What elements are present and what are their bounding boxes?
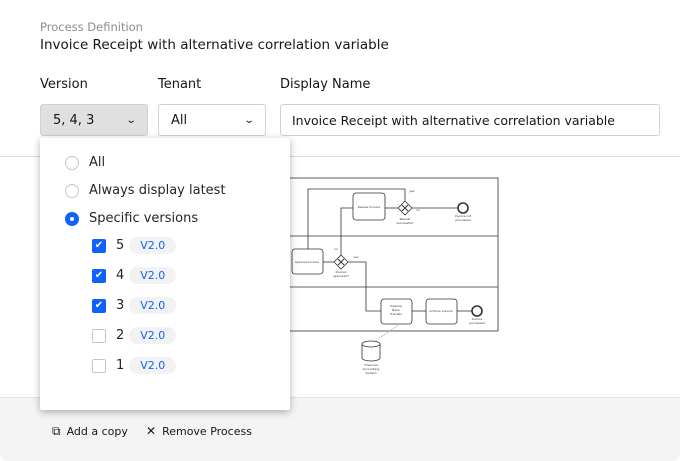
checkbox-icon[interactable] bbox=[92, 328, 106, 343]
label: Financial bbox=[364, 363, 377, 367]
label: Invoice bbox=[336, 270, 347, 274]
radio-specific-versions[interactable]: Specific versions bbox=[65, 211, 198, 226]
label: processed bbox=[455, 218, 470, 222]
task-approve-invoice bbox=[291, 248, 324, 275]
version-tag: V2.0 bbox=[129, 297, 177, 314]
display-name-input[interactable]: Invoice Receipt with alternative correla… bbox=[280, 104, 660, 136]
remove-process-button[interactable]: ✕ Remove Process bbox=[146, 424, 252, 438]
version-number: 5 bbox=[116, 238, 125, 253]
chevron-down-icon: ⌄ bbox=[243, 114, 255, 126]
label: yes bbox=[353, 255, 359, 259]
version-item-5[interactable]: ✔ 5 V2.0 bbox=[92, 237, 177, 254]
datastore-icon bbox=[361, 340, 381, 362]
version-tag: V2.0 bbox=[129, 357, 177, 374]
gateway-approve bbox=[333, 254, 349, 270]
version-number: 2 bbox=[116, 328, 125, 343]
radio-always-latest[interactable]: Always display latest bbox=[65, 183, 226, 198]
copy-icon: ⧉ bbox=[52, 424, 61, 438]
flow-yes-approve bbox=[348, 261, 381, 312]
close-icon: ✕ bbox=[146, 424, 157, 438]
checkbox-checked-icon[interactable]: ✔ bbox=[92, 268, 106, 283]
divider bbox=[0, 156, 680, 157]
section-label: Process Definition bbox=[40, 20, 143, 34]
version-number: 1 bbox=[116, 358, 125, 373]
label: Transfer bbox=[389, 312, 403, 316]
label: Review Invoice bbox=[358, 205, 381, 209]
radio-icon bbox=[65, 155, 79, 170]
label: Archive Invoice bbox=[430, 309, 453, 313]
display-name-label: Display Name bbox=[280, 77, 371, 92]
label: successful? bbox=[396, 221, 414, 225]
chevron-down-icon: ⌄ bbox=[125, 114, 137, 126]
version-select[interactable]: 5, 4, 3 ⌄ bbox=[40, 104, 148, 136]
label: Review bbox=[400, 217, 411, 221]
option-label: Specific versions bbox=[89, 211, 199, 226]
bpmn-diagram: Review Invoice Review successful? yes no… bbox=[199, 177, 499, 375]
option-label: Always display latest bbox=[89, 183, 226, 198]
radio-checked-icon bbox=[65, 211, 79, 226]
version-tag: V2.0 bbox=[129, 237, 177, 254]
association bbox=[374, 323, 401, 342]
gateway-review bbox=[397, 200, 413, 216]
process-title: Invoice Receipt with alternative correla… bbox=[40, 37, 389, 53]
version-value: 5, 4, 3 bbox=[53, 112, 95, 128]
tenant-select[interactable]: All ⌄ bbox=[158, 104, 266, 136]
task-archive-invoice bbox=[425, 298, 458, 325]
flow-yes-review bbox=[307, 188, 406, 249]
version-item-4[interactable]: ✔ 4 V2.0 bbox=[92, 267, 177, 284]
label: yes bbox=[409, 189, 415, 193]
radio-all[interactable]: All bbox=[65, 155, 105, 170]
label: Accounting bbox=[363, 367, 380, 371]
label: Bank bbox=[392, 308, 400, 312]
label: Invoice not bbox=[455, 214, 472, 218]
version-number: 3 bbox=[116, 298, 125, 313]
add-copy-button[interactable]: ⧉ Add a copy bbox=[52, 424, 128, 439]
label: processed bbox=[469, 321, 484, 325]
tenant-label: Tenant bbox=[158, 77, 202, 92]
label: System bbox=[365, 371, 376, 375]
version-tag: V2.0 bbox=[129, 327, 177, 344]
label: Prepare bbox=[390, 304, 402, 308]
end-not-processed bbox=[457, 202, 469, 214]
label: Approve Invoice bbox=[295, 260, 319, 264]
checkbox-checked-icon[interactable]: ✔ bbox=[92, 238, 106, 253]
flow-no-approve bbox=[340, 207, 353, 255]
checkbox-checked-icon[interactable]: ✔ bbox=[92, 298, 106, 313]
label: no bbox=[334, 247, 338, 251]
remove-process-label: Remove Process bbox=[162, 424, 252, 438]
option-label: All bbox=[89, 155, 106, 170]
version-tag: V2.0 bbox=[129, 267, 177, 284]
task-review-invoice bbox=[352, 192, 386, 221]
version-dropdown: All Always display latest Specific versi… bbox=[40, 138, 290, 410]
radio-icon bbox=[65, 183, 79, 198]
version-item-3[interactable]: ✔ 3 V2.0 bbox=[92, 297, 177, 314]
label: Invoice bbox=[472, 317, 483, 321]
checkbox-icon[interactable] bbox=[92, 358, 106, 373]
version-item-2[interactable]: 2 V2.0 bbox=[92, 327, 177, 344]
tenant-value: All bbox=[171, 112, 188, 128]
end-processed bbox=[471, 305, 483, 317]
task-prepare-transfer bbox=[380, 298, 413, 325]
version-item-1[interactable]: 1 V2.0 bbox=[92, 357, 177, 374]
label: approved? bbox=[333, 274, 349, 278]
add-copy-label: Add a copy bbox=[66, 425, 128, 438]
version-label: Version bbox=[40, 77, 88, 92]
label: no bbox=[416, 208, 420, 212]
version-number: 4 bbox=[116, 268, 125, 283]
